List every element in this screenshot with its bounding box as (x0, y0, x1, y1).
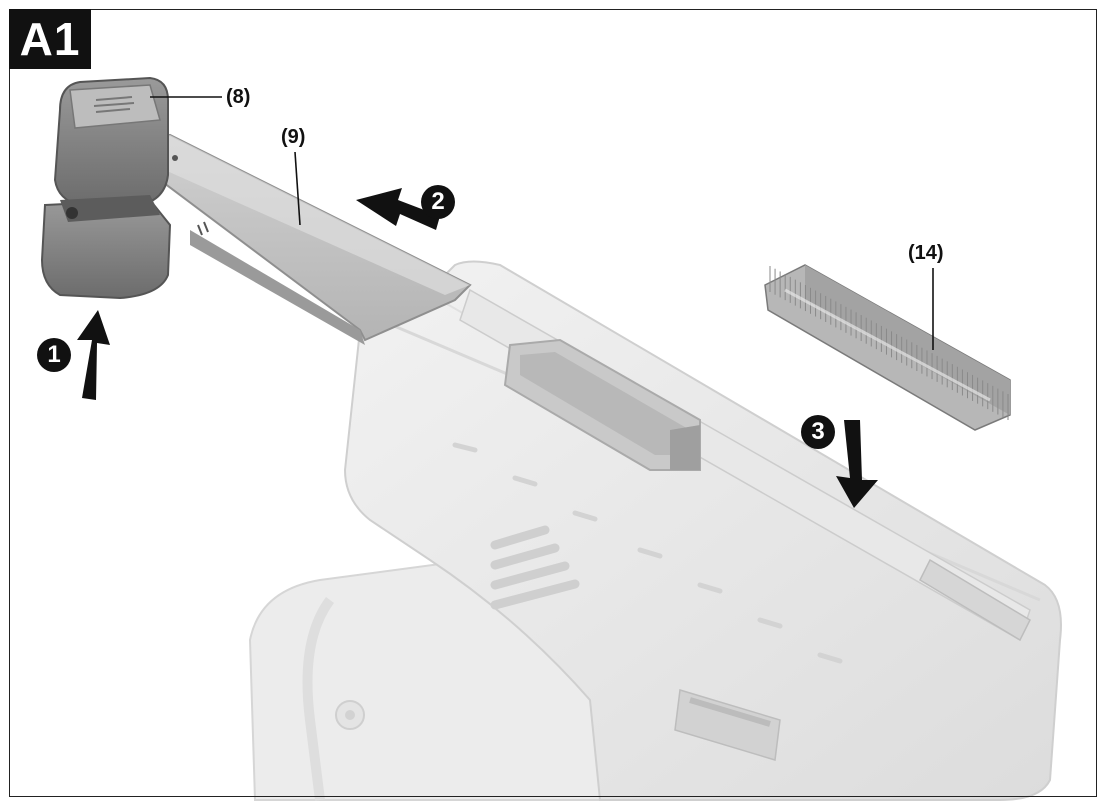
direction-arrows (77, 188, 878, 508)
step-marker-3: 3 (801, 415, 835, 449)
arrow-left-icon (356, 188, 440, 230)
end-cap (40, 76, 172, 300)
magazine-housing (343, 260, 1062, 801)
callout-14: (14) (908, 242, 944, 264)
staple-strip (764, 264, 1011, 431)
callout-8: (8) (226, 86, 251, 108)
step-marker-1: 1 (37, 338, 71, 372)
arrow-down-icon (836, 420, 878, 508)
figure-tag: A1 (9, 9, 91, 69)
figure-frame (9, 9, 1097, 797)
pusher-rod (117, 133, 472, 345)
leader-lines (150, 96, 934, 350)
callout-9: (9) (281, 126, 306, 148)
step-marker-2: 2 (421, 185, 455, 219)
arrow-up-icon (77, 310, 110, 400)
